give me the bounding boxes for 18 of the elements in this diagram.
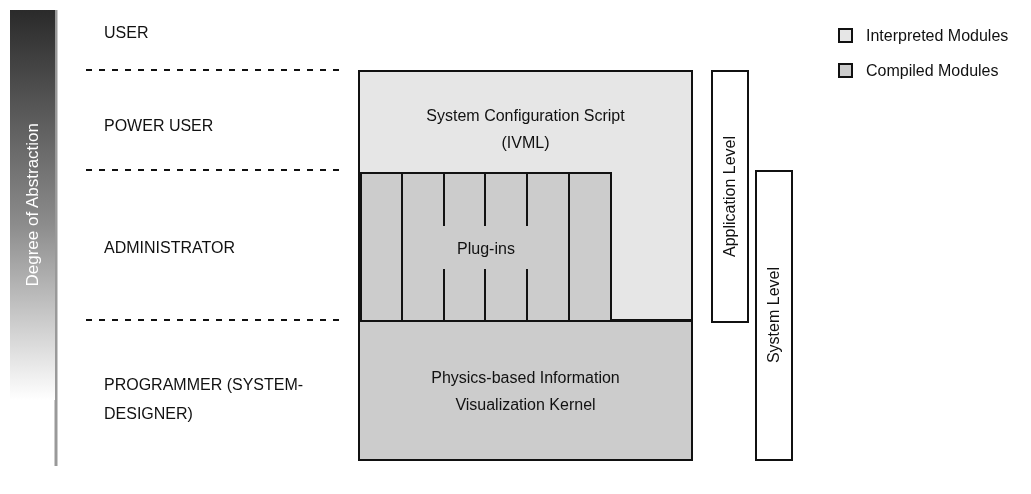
level-bar	[755, 170, 793, 461]
module-label: Physics-based Information Visualization Kernel	[430, 367, 621, 415]
role-label: USER	[104, 23, 149, 43]
legend-label: Compiled Modules	[866, 61, 999, 81]
module-box	[358, 70, 693, 321]
level-bar	[711, 70, 749, 323]
plugin-block	[360, 172, 612, 323]
role-label: POWER USER	[104, 116, 214, 136]
axis-label: Degree of Abstraction	[22, 123, 43, 287]
legend-label: Interpreted Modules	[866, 26, 1009, 46]
role-label: ADMINISTRATOR	[104, 238, 235, 258]
axis-band	[10, 10, 55, 400]
level-label: Application Level	[721, 136, 739, 257]
level-label: System Level	[765, 267, 783, 364]
module-label: System Configuration Script (IVML)	[425, 106, 626, 153]
module-label: Plug-ins	[457, 239, 515, 258]
role-label: PROGRAMMER (SYSTEM-DESIGNER)	[104, 375, 305, 424]
module-box	[358, 320, 693, 461]
